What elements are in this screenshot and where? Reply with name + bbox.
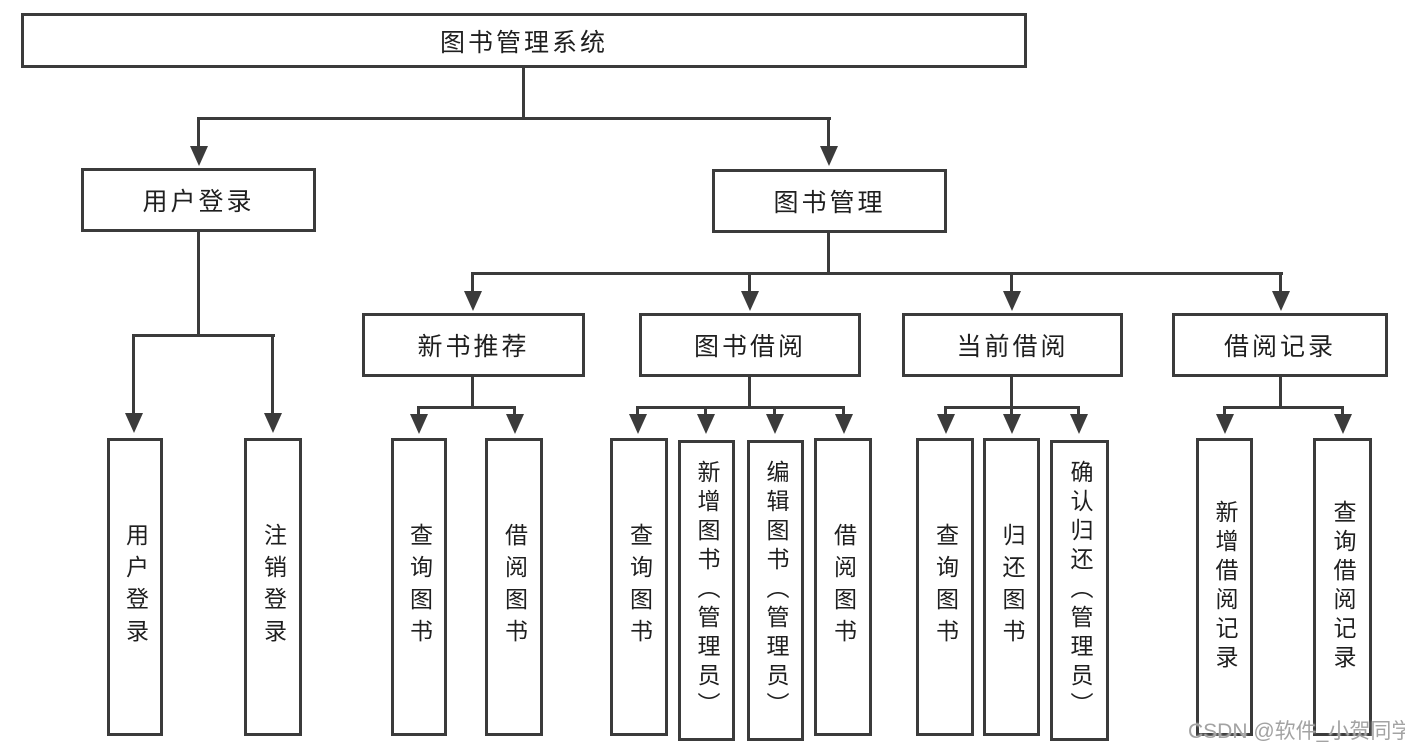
connector-line — [513, 406, 516, 416]
connector-line — [636, 406, 845, 409]
connector-line — [842, 406, 845, 416]
arrow-down-icon — [1003, 291, 1021, 311]
connector-line — [636, 406, 639, 416]
arrow-down-icon — [464, 291, 482, 311]
arrow-down-icon — [410, 414, 428, 434]
node-label: 图书管理 — [773, 189, 886, 217]
leaf-borrow-books-2: 借阅图书 — [814, 438, 872, 736]
node-new-book-recommendation: 新书推荐 — [362, 313, 585, 377]
connector-line — [704, 406, 707, 416]
node-label: 图书借阅 — [693, 333, 806, 361]
leaf-confirm-return-admin: 确认归还（管理员） — [1050, 440, 1109, 741]
node-label: 查询图书 — [626, 523, 653, 651]
arrow-down-icon — [629, 414, 647, 434]
arrow-down-icon — [820, 146, 838, 166]
connector-line — [748, 272, 751, 292]
node-label: 新增借阅记录 — [1212, 500, 1238, 674]
leaf-query-books-3: 查询图书 — [916, 438, 974, 736]
connector-line — [132, 334, 275, 337]
connector-line — [1010, 375, 1013, 408]
leaf-edit-books-admin: 编辑图书（管理员） — [747, 440, 804, 741]
node-label: 借阅记录 — [1223, 333, 1336, 361]
connector-line — [522, 66, 525, 119]
node-label: 用户登录 — [122, 523, 149, 651]
node-label: 当前借阅 — [956, 333, 1069, 361]
leaf-add-borrow-record: 新增借阅记录 — [1196, 438, 1253, 736]
leaf-logout: 注销登录 — [244, 438, 302, 736]
arrow-down-icon — [264, 413, 282, 433]
connector-line — [827, 117, 830, 148]
connector-line — [417, 406, 516, 409]
arrow-down-icon — [190, 146, 208, 166]
connector-line — [1279, 375, 1282, 408]
node-label: 借阅图书 — [830, 523, 857, 651]
arrow-down-icon — [1334, 414, 1352, 434]
connector-line — [1077, 406, 1080, 416]
connector-line — [197, 117, 831, 120]
connector-line — [1010, 272, 1013, 292]
leaf-return-books: 归还图书 — [983, 438, 1040, 736]
connector-line — [827, 231, 830, 274]
leaf-query-books-1: 查询图书 — [391, 438, 447, 736]
arrow-down-icon — [1216, 414, 1234, 434]
node-user-login: 用户登录 — [81, 168, 316, 232]
connector-line — [1223, 406, 1226, 416]
connector-line — [197, 230, 200, 336]
arrow-down-icon — [125, 413, 143, 433]
arrow-down-icon — [506, 414, 524, 434]
connector-line — [417, 406, 420, 416]
connector-line — [1341, 406, 1344, 416]
node-label: 借阅图书 — [501, 523, 528, 651]
arrow-down-icon — [937, 414, 955, 434]
arrow-down-icon — [741, 291, 759, 311]
connector-line — [471, 272, 474, 292]
arrow-down-icon — [1070, 414, 1088, 434]
leaf-query-books-2: 查询图书 — [610, 438, 668, 736]
node-book-management: 图书管理 — [712, 169, 947, 233]
leaf-user-login: 用户登录 — [107, 438, 163, 736]
connector-line — [748, 375, 751, 408]
node-current-borrowing: 当前借阅 — [902, 313, 1123, 377]
connector-line — [944, 406, 947, 416]
node-label: 查询图书 — [406, 523, 433, 651]
arrow-down-icon — [766, 414, 784, 434]
leaf-borrow-books-1: 借阅图书 — [485, 438, 543, 736]
node-label: 新书推荐 — [417, 333, 530, 361]
leaf-add-books-admin: 新增图书（管理员） — [678, 440, 735, 741]
connector-line — [132, 334, 135, 415]
node-label: 新增图书（管理员） — [694, 460, 720, 721]
leaf-query-borrow-record: 查询借阅记录 — [1313, 438, 1372, 736]
node-label: 图书管理系统 — [439, 28, 608, 57]
connector-line — [471, 272, 1283, 275]
connector-line — [471, 375, 474, 408]
arrow-down-icon — [835, 414, 853, 434]
watermark-text: CSDN @软件_小贺同学 — [1188, 720, 1405, 743]
connector-line — [1279, 272, 1282, 292]
node-label: 确认归还（管理员） — [1067, 460, 1093, 721]
connector-line — [773, 406, 776, 416]
connector-line — [197, 117, 200, 148]
connector-line — [1010, 406, 1013, 416]
connector-line — [271, 334, 274, 415]
node-book-borrowing: 图书借阅 — [639, 313, 861, 377]
arrow-down-icon — [697, 414, 715, 434]
arrow-down-icon — [1003, 414, 1021, 434]
connector-line — [1223, 406, 1344, 409]
node-library-management-system: 图书管理系统 — [21, 13, 1027, 68]
node-label: 归还图书 — [999, 523, 1025, 651]
node-label: 查询借阅记录 — [1330, 500, 1356, 674]
node-label: 查询图书 — [932, 523, 959, 651]
node-label: 注销登录 — [260, 523, 287, 651]
node-label: 编辑图书（管理员） — [763, 460, 789, 721]
node-label: 用户登录 — [142, 188, 255, 216]
node-borrowing-records: 借阅记录 — [1172, 313, 1388, 377]
arrow-down-icon — [1272, 291, 1290, 311]
